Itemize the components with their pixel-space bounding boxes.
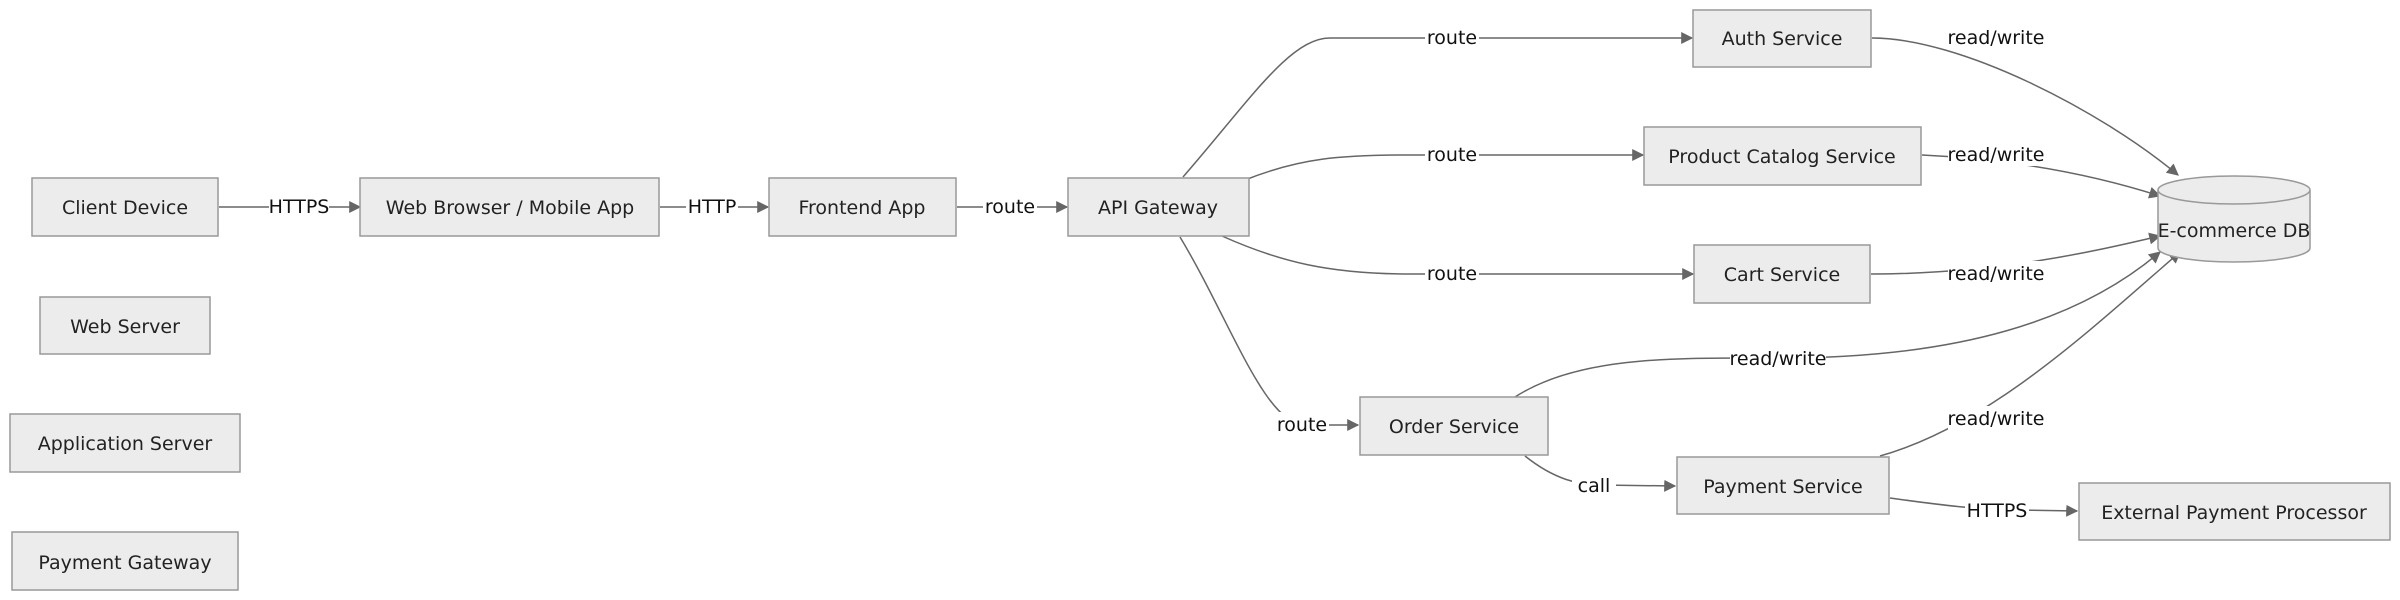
node-label: E-commerce DB (2158, 220, 2311, 242)
node-web-server[interactable]: Web Server (39, 296, 211, 355)
edge-label: read/write (1730, 348, 1827, 370)
edge-gateway-to-auth[interactable]: route (1182, 25, 1694, 178)
node-label: Auth Service (1722, 28, 1843, 50)
edge-frontend-to-gateway[interactable]: route (957, 194, 1069, 218)
edge-label: read/write (1948, 27, 2045, 49)
node-client-device[interactable]: Client Device (31, 177, 219, 237)
node-label: API Gateway (1098, 197, 1218, 219)
edges: HTTPS HTTP route route route route (219, 25, 2181, 522)
edge-gateway-to-catalog[interactable]: route (1244, 142, 1645, 181)
node-label: Product Catalog Service (1668, 146, 1895, 168)
node-label: Payment Service (1703, 476, 1862, 498)
node-application-server[interactable]: Application Server (9, 413, 241, 473)
edge-payment-to-external[interactable]: HTTPS (1889, 497, 2079, 522)
node-label: Cart Service (1724, 264, 1840, 286)
node-label: Application Server (38, 433, 213, 455)
edge-catalog-to-db[interactable]: read/write (1921, 142, 2162, 199)
edge-gateway-to-cart[interactable]: route (1221, 235, 1695, 285)
edge-label: HTTPS (1967, 500, 2028, 522)
edge-label: read/write (1948, 263, 2045, 285)
node-external-payment-processor[interactable]: External Payment Processor (2078, 482, 2391, 541)
node-product-catalog-service[interactable]: Product Catalog Service (1643, 126, 1922, 186)
edge-label: route (1427, 27, 1477, 49)
node-order-service[interactable]: Order Service (1359, 396, 1549, 456)
edge-label: route (985, 196, 1035, 218)
edge-auth-to-db[interactable]: read/write (1871, 25, 2179, 176)
edge-label: route (1427, 263, 1477, 285)
node-label: Order Service (1389, 416, 1519, 438)
edge-payment-to-db[interactable]: read/write (1879, 251, 2181, 457)
node-label: External Payment Processor (2101, 502, 2367, 524)
edge-gateway-to-order[interactable]: route (1179, 236, 1360, 436)
edge-order-to-payment[interactable]: call (1524, 455, 1677, 497)
node-payment-gateway[interactable]: Payment Gateway (11, 531, 239, 591)
node-frontend-app[interactable]: Frontend App (768, 177, 957, 237)
edge-client-to-browser[interactable]: HTTPS (219, 194, 362, 218)
node-label: Web Server (70, 316, 180, 338)
node-web-browser-mobile-app[interactable]: Web Browser / Mobile App (359, 177, 660, 237)
node-label: Payment Gateway (38, 552, 211, 574)
node-ecommerce-db[interactable]: E-commerce DB (2157, 175, 2311, 263)
edge-label: route (1277, 414, 1327, 436)
edge-label: read/write (1948, 144, 2045, 166)
node-label: Web Browser / Mobile App (386, 197, 634, 219)
node-payment-service[interactable]: Payment Service (1676, 456, 1890, 515)
node-api-gateway[interactable]: API Gateway (1067, 177, 1250, 237)
edge-label: HTTPS (269, 196, 330, 218)
edge-order-to-db[interactable]: read/write (1514, 251, 2161, 398)
node-label: Frontend App (798, 197, 925, 219)
edge-label: read/write (1948, 408, 2045, 430)
edge-label: route (1427, 144, 1477, 166)
node-auth-service[interactable]: Auth Service (1692, 9, 1872, 68)
node-label: Client Device (62, 197, 188, 219)
edge-label: call (1578, 475, 1611, 497)
edge-label: HTTP (688, 196, 737, 218)
edge-cart-to-db[interactable]: read/write (1870, 232, 2162, 285)
node-cart-service[interactable]: Cart Service (1693, 244, 1871, 304)
edge-browser-to-frontend[interactable]: HTTP (660, 194, 770, 218)
nodes: Client Device Web Browser / Mobile App F… (9, 9, 2391, 591)
